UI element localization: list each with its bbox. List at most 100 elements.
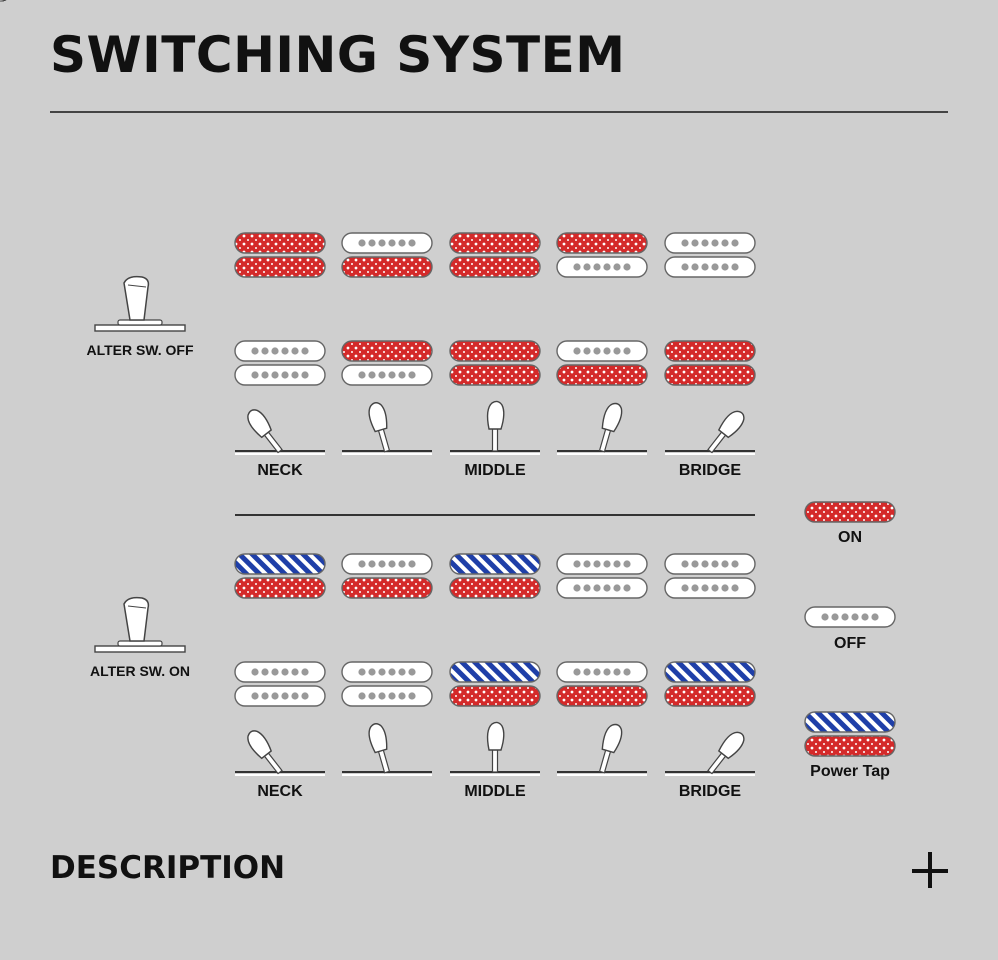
pickup-coil-bottom <box>234 256 326 278</box>
pickup-coil-bottom <box>341 577 433 599</box>
title-divider <box>50 111 948 113</box>
pickup-coil-top <box>556 661 648 683</box>
selector-switch-icon <box>0 0 432 776</box>
bridge-humbucker <box>664 661 756 707</box>
neck-humbucker <box>449 553 541 599</box>
legend-off-swatch <box>804 606 896 628</box>
bridge-humbucker <box>664 340 756 386</box>
pickup-coil-top <box>449 232 541 254</box>
pickup-coil-top <box>341 232 433 254</box>
pickup-coil-bottom <box>556 577 648 599</box>
position-label: MIDDLE <box>464 462 526 479</box>
position-label: MIDDLE <box>464 783 526 800</box>
neck-humbucker <box>341 553 433 599</box>
pickup-coil-top <box>664 232 756 254</box>
pickup-coil-bottom <box>449 256 541 278</box>
switch-position-column: NECK <box>0 0 326 479</box>
switch-position-column <box>0 0 433 455</box>
pickup-coil-top <box>449 340 541 362</box>
pickup-coil-bottom <box>664 685 756 707</box>
selector-switch-icon <box>0 0 755 455</box>
alter-switch-label: ALTER SW. ON <box>90 663 190 679</box>
bridge-humbucker <box>556 661 648 707</box>
legend-off-label: OFF <box>834 635 866 652</box>
switch-position-column: NECK <box>0 0 326 800</box>
alter-section: ALTER SW. OFF NECK MIDDLE BRIDGE <box>0 0 756 479</box>
switch-position-column: BRIDGE <box>0 0 756 800</box>
selector-switch-icon <box>0 0 647 455</box>
legend-tap-swatch-top <box>804 711 896 733</box>
pickup-coil-bottom <box>341 256 433 278</box>
bridge-humbucker <box>341 661 433 707</box>
alter-toggle-switch-icon <box>94 596 186 653</box>
pickup-coil-bottom <box>664 577 756 599</box>
pickup-coil-top <box>341 661 433 683</box>
alter-toggle-switch-icon <box>94 275 186 332</box>
switch-position-column: BRIDGE <box>0 0 756 479</box>
selector-switch-icon <box>0 0 325 455</box>
pickup-coil-top <box>556 340 648 362</box>
neck-humbucker <box>234 232 326 278</box>
neck-humbucker <box>234 553 326 599</box>
selector-switch-icon <box>0 0 755 776</box>
pickup-coil-bottom <box>449 577 541 599</box>
pickup-coil-bottom <box>341 364 433 386</box>
pickup-coil-bottom <box>664 364 756 386</box>
page-title: SWITCHING SYSTEM <box>50 26 626 84</box>
selector-switch-icon <box>0 0 647 776</box>
selector-switch-icon <box>0 0 325 776</box>
neck-humbucker <box>449 232 541 278</box>
pickup-coil-bottom <box>449 685 541 707</box>
pickup-coil-bottom <box>556 685 648 707</box>
pickup-coil-bottom <box>234 577 326 599</box>
pickup-coil-top <box>341 340 433 362</box>
bridge-humbucker <box>556 340 648 386</box>
bridge-humbucker <box>234 340 326 386</box>
neck-humbucker <box>664 232 756 278</box>
pickup-coil-bottom <box>234 685 326 707</box>
position-label: BRIDGE <box>679 783 742 800</box>
switch-position-column: MIDDLE <box>0 0 541 800</box>
pickup-coil-top <box>664 340 756 362</box>
pickup-coil-bottom <box>234 364 326 386</box>
position-label: NECK <box>257 783 303 800</box>
switch-position-column <box>0 0 433 776</box>
bridge-humbucker <box>234 661 326 707</box>
pickup-coil-top <box>449 553 541 575</box>
legend-on-label: ON <box>838 529 862 546</box>
plus-icon[interactable] <box>912 852 950 890</box>
selector-switch-icon <box>0 0 432 455</box>
neck-humbucker <box>556 232 648 278</box>
pickup-coil-bottom <box>341 685 433 707</box>
switch-position-column <box>0 0 648 776</box>
switch-position-column: MIDDLE <box>0 0 541 479</box>
pickup-coil-top <box>234 232 326 254</box>
position-label: BRIDGE <box>679 462 742 479</box>
selector-switch-icon <box>0 0 540 776</box>
pickup-coil-top <box>341 553 433 575</box>
switch-position-column <box>0 0 648 455</box>
alter-switch-label: ALTER SW. OFF <box>86 342 194 358</box>
neck-humbucker <box>664 553 756 599</box>
pickup-coil-top <box>234 661 326 683</box>
pickup-coil-top <box>234 340 326 362</box>
bridge-humbucker <box>449 340 541 386</box>
description-heading[interactable]: DESCRIPTION <box>50 850 286 886</box>
pickup-coil-top <box>664 553 756 575</box>
position-label: NECK <box>257 462 303 479</box>
pickup-coil-bottom <box>664 256 756 278</box>
legend: ON OFF Power Tap <box>804 501 896 780</box>
pickup-coil-bottom <box>449 364 541 386</box>
pickup-coil-top <box>556 232 648 254</box>
pickup-coil-top <box>556 553 648 575</box>
legend-tap-label: Power Tap <box>810 763 890 780</box>
bridge-humbucker <box>449 661 541 707</box>
legend-on-swatch <box>804 501 896 523</box>
pickup-coil-top <box>664 661 756 683</box>
neck-humbucker <box>341 232 433 278</box>
selector-switch-icon <box>0 0 540 455</box>
neck-humbucker <box>556 553 648 599</box>
pickup-coil-top <box>234 553 326 575</box>
pickup-coil-bottom <box>556 256 648 278</box>
